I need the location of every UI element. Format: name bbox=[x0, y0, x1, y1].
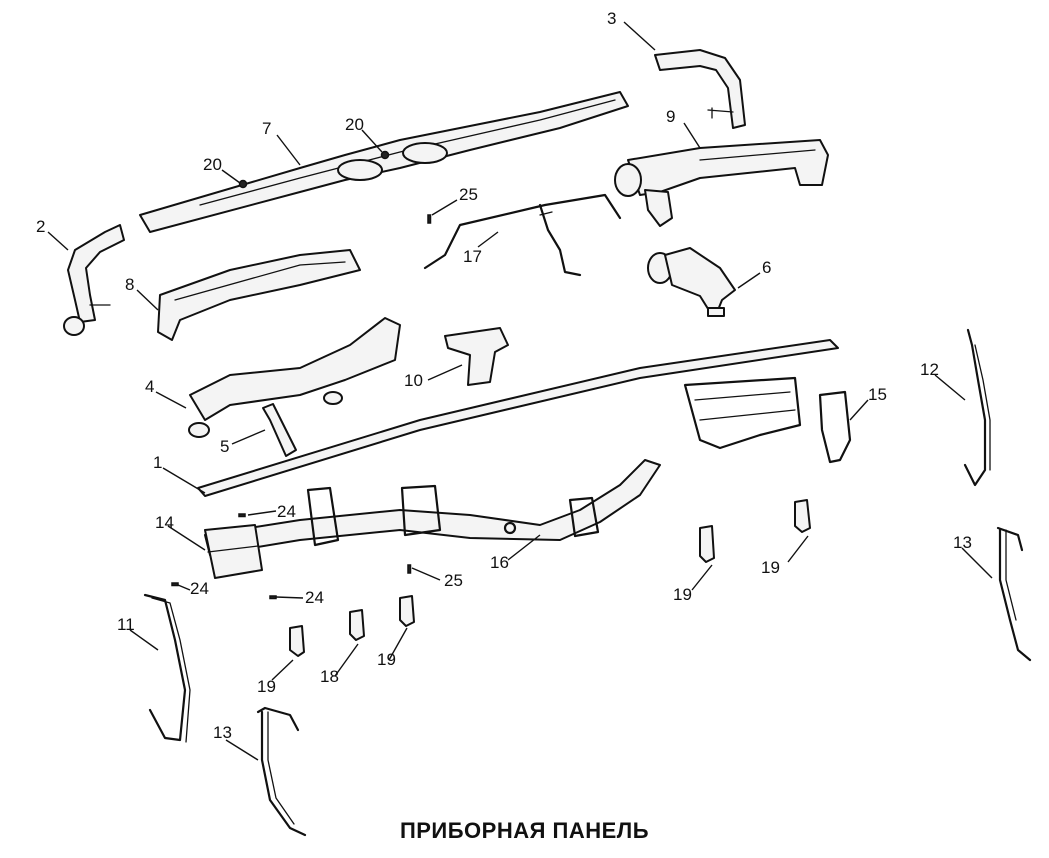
part-24-screw-c bbox=[171, 582, 179, 587]
page-title: ПРИБОРНАЯ ПАНЕЛЬ bbox=[399, 818, 650, 843]
callout-6: 6 bbox=[762, 258, 771, 277]
callout-12: 12 bbox=[920, 360, 939, 379]
part-4-duct bbox=[188, 317, 401, 438]
callout-19-d: 19 bbox=[761, 558, 780, 577]
callout-19-c: 19 bbox=[673, 585, 692, 604]
callout-25-b: 25 bbox=[444, 571, 463, 590]
callout-24-c: 24 bbox=[190, 579, 209, 598]
part-1-trim-strip bbox=[197, 339, 839, 497]
callout-16: 16 bbox=[490, 553, 509, 572]
part-20-clip-a bbox=[238, 179, 248, 189]
callout-18: 18 bbox=[320, 667, 339, 686]
leader-lines bbox=[47, 21, 993, 761]
part-19-bracket-a bbox=[289, 625, 305, 657]
callout-24-a: 24 bbox=[277, 502, 296, 521]
part-18-bracket bbox=[349, 609, 365, 641]
callout-19-a: 19 bbox=[257, 677, 276, 696]
callout-25-a: 25 bbox=[459, 185, 478, 204]
callout-9: 9 bbox=[666, 107, 675, 126]
callout-7: 7 bbox=[262, 119, 271, 138]
part-25-screw-b bbox=[407, 564, 412, 574]
part-12-tube bbox=[963, 328, 991, 487]
part-10-vent bbox=[444, 327, 509, 386]
callout-5: 5 bbox=[220, 437, 229, 456]
part-13-tube-b bbox=[996, 526, 1032, 662]
callout-11: 11 bbox=[117, 615, 135, 634]
callout-8: 8 bbox=[125, 275, 134, 294]
part-17-bracket bbox=[423, 193, 622, 277]
part-11-tube bbox=[143, 593, 191, 743]
part-24-screw-b bbox=[269, 595, 277, 600]
callout-20-a: 20 bbox=[345, 115, 364, 134]
part-19-bracket-c bbox=[699, 525, 715, 563]
part-13-tube-a bbox=[256, 706, 307, 837]
callout-13-b: 13 bbox=[953, 533, 972, 552]
part-5-bracket bbox=[262, 403, 297, 457]
callout-10: 10 bbox=[404, 371, 423, 390]
callout-2: 2 bbox=[36, 217, 45, 236]
callout-17: 17 bbox=[463, 247, 482, 266]
part-2-duct bbox=[63, 224, 125, 336]
part-24-screw-a bbox=[238, 513, 246, 518]
callout-15: 15 bbox=[868, 385, 887, 404]
part-3-duct bbox=[654, 49, 746, 129]
part-25-screw-a bbox=[427, 214, 432, 224]
part-9-duct bbox=[614, 139, 829, 227]
part-8-duct bbox=[157, 249, 361, 341]
callout-3: 3 bbox=[607, 9, 616, 28]
part-6-vent bbox=[647, 247, 736, 317]
part-15-frame bbox=[683, 376, 852, 464]
part-19-bracket-b bbox=[399, 595, 415, 627]
part-7-upper-duct bbox=[139, 91, 629, 233]
part-20-clip-b bbox=[380, 150, 390, 160]
callout-1: 1 bbox=[153, 453, 162, 472]
callout-19-b: 19 bbox=[377, 650, 396, 669]
callout-13-a: 13 bbox=[213, 723, 232, 742]
callout-24-b: 24 bbox=[305, 588, 324, 607]
part-16-cross-beam bbox=[204, 459, 661, 556]
part-19-bracket-d bbox=[794, 499, 811, 533]
part-14-bracket bbox=[204, 524, 263, 579]
callout-14: 14 bbox=[155, 513, 174, 532]
callout-20-b: 20 bbox=[203, 155, 222, 174]
callout-4: 4 bbox=[145, 377, 154, 396]
